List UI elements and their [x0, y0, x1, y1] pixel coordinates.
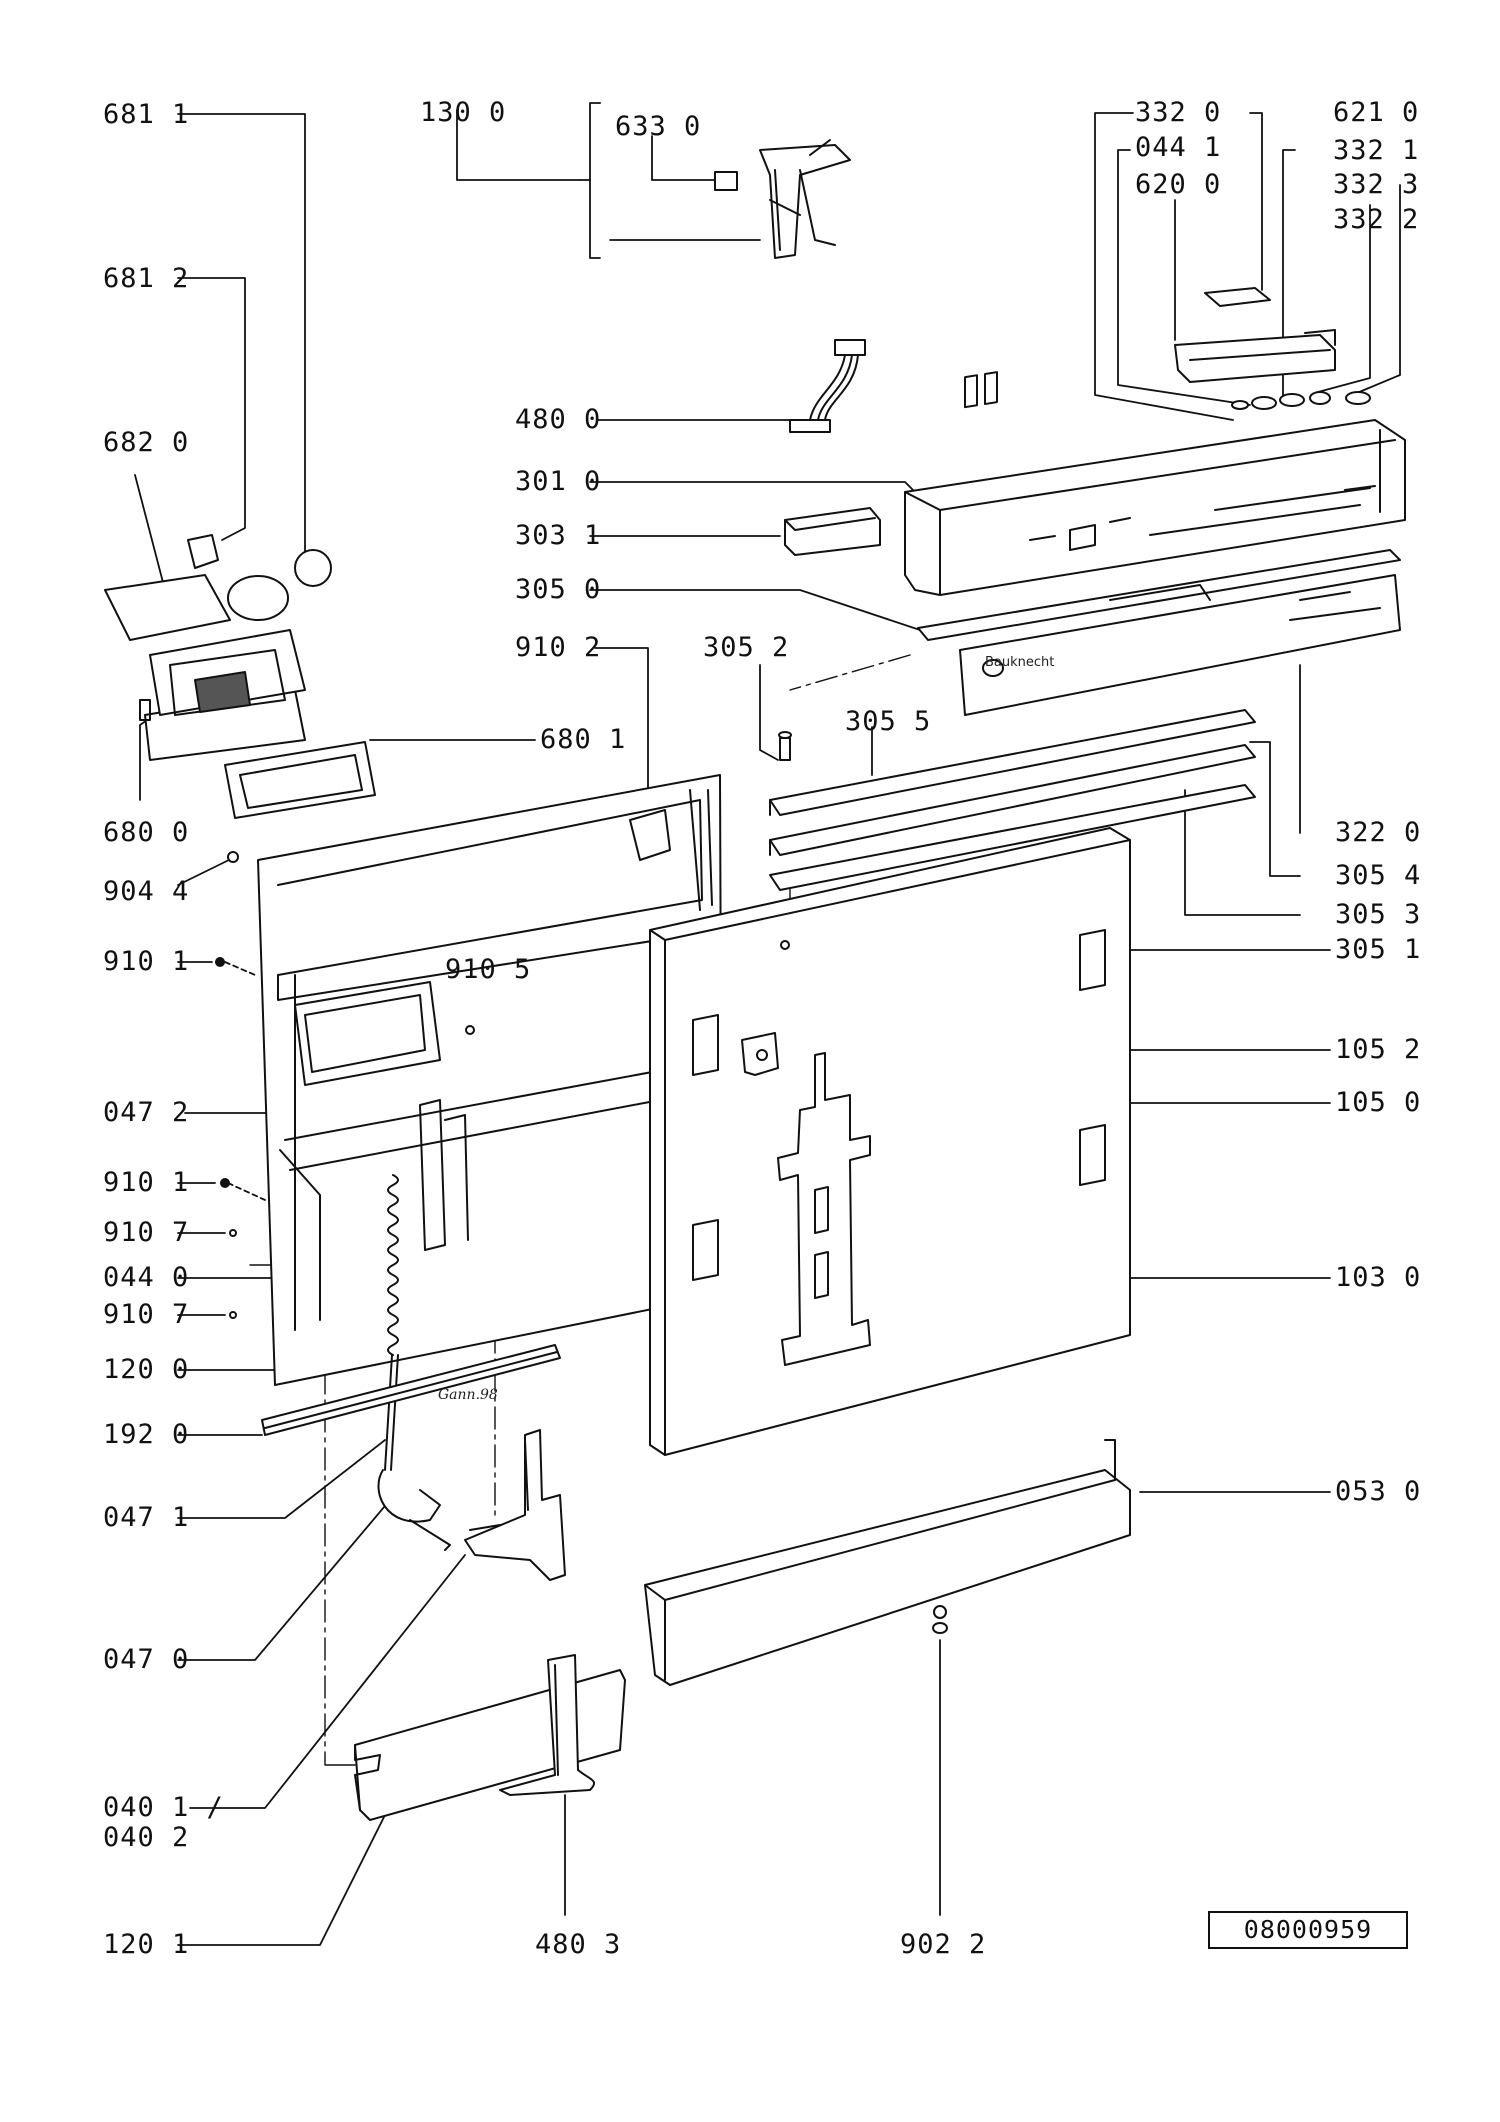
label-480-0: 480 0 — [515, 404, 602, 435]
label-680-0: 680 0 — [103, 817, 190, 848]
label-332-3: 332 3 — [1333, 169, 1420, 200]
label-910-1-b: 910 1 — [103, 1167, 190, 1198]
part-spring-047 — [377, 1174, 451, 1551]
label-680-1: 680 1 — [540, 724, 627, 755]
label-305-0: 305 0 — [515, 574, 602, 605]
label-105-0: 105 0 — [1335, 1087, 1422, 1118]
part-inner-door-120 — [257, 774, 723, 1386]
part-strip-120-1 — [354, 1669, 626, 1821]
label-120-1: 120 1 — [103, 1929, 190, 1960]
label-103-0: 103 0 — [1335, 1262, 1422, 1293]
label-910-2: 910 2 — [515, 632, 602, 663]
part-strip-305 — [917, 549, 1401, 641]
label-044-0: 044 0 — [103, 1262, 190, 1293]
part-control-panel-301 — [904, 371, 1406, 596]
inscription: Gann.98 — [438, 1387, 498, 1403]
brand-mark: Bauknecht — [985, 655, 1055, 670]
part-outer-door-103 — [649, 827, 1131, 1456]
document-number-box: 08000959 — [1208, 1911, 1408, 1949]
label-305-3: 305 3 — [1335, 899, 1422, 930]
label-332-1: 332 1 — [1333, 135, 1420, 166]
label-053-0: 053 0 — [1335, 1476, 1422, 1507]
screws — [215, 851, 790, 1319]
label-332-0: 332 0 — [1135, 97, 1222, 128]
label-633-0: 633 0 — [615, 111, 702, 142]
label-902-2: 902 2 — [900, 1929, 987, 1960]
label-120-0: 120 0 — [103, 1354, 190, 1385]
label-301-0: 301 0 — [515, 466, 602, 497]
label-305-4: 305 4 — [1335, 860, 1422, 891]
part-channel-053 — [644, 1439, 1131, 1686]
label-303-1: 303 1 — [515, 520, 602, 551]
label-910-7: 910 7 — [103, 1217, 190, 1248]
label-105-2: 105 2 — [1335, 1034, 1422, 1065]
label-305-1: 305 1 — [1335, 934, 1422, 965]
part-strip-192 — [261, 1344, 561, 1436]
part-rails-305 — [769, 709, 1256, 891]
label-047-2: 047 2 — [103, 1097, 190, 1128]
part-electronics-620 — [1174, 287, 1371, 410]
label-040-2: 040 2 — [103, 1822, 190, 1853]
label-904-4: 904 4 — [103, 876, 190, 907]
label-681-1: 681 1 — [103, 99, 190, 130]
part-hinge-130 — [714, 139, 851, 259]
label-682-0: 682 0 — [103, 427, 190, 458]
part-cover-303 — [784, 507, 881, 556]
label-047-1: 047 1 — [103, 1502, 190, 1533]
label-130-0: 130 0 — [420, 97, 507, 128]
label-040-1: 040 1 / — [103, 1792, 224, 1823]
part-harness-480 — [789, 339, 866, 433]
label-192-0: 192 0 — [103, 1419, 190, 1450]
label-910-1: 910 1 — [103, 946, 190, 977]
label-044-1: 044 1 — [1135, 132, 1222, 163]
part-gasket-680-1 — [224, 741, 376, 819]
part-dispenser-680 — [104, 534, 332, 761]
part-bracket-040 — [464, 1429, 566, 1581]
label-047-0: 047 0 — [103, 1644, 190, 1675]
label-332-2: 332 2 — [1333, 204, 1420, 235]
label-305-2: 305 2 — [703, 632, 790, 663]
label-910-5: 910 5 — [445, 954, 532, 985]
label-480-3: 480 3 — [535, 1929, 622, 1960]
part-decor-panel-322 — [959, 574, 1401, 716]
part-bracket-480-3 — [499, 1654, 596, 1796]
label-620-0: 620 0 — [1135, 169, 1222, 200]
label-621-0: 621 0 — [1333, 97, 1420, 128]
label-305-5: 305 5 — [845, 706, 932, 737]
label-910-7-b: 910 7 — [103, 1299, 190, 1330]
label-322-0: 322 0 — [1335, 817, 1422, 848]
label-681-2: 681 2 — [103, 263, 190, 294]
